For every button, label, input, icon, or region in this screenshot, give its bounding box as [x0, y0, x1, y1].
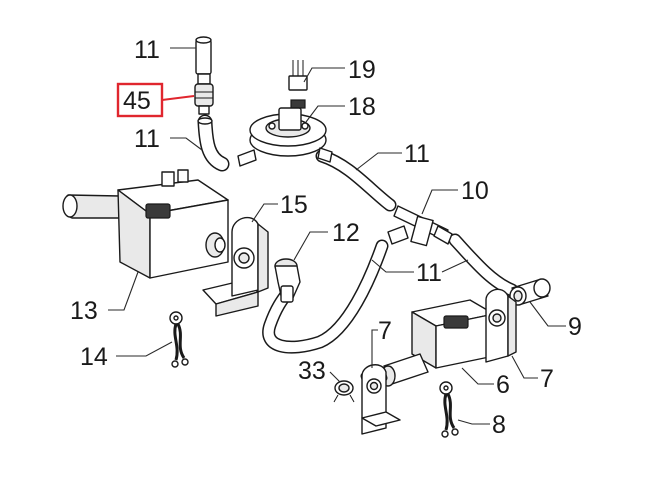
callout-11-middle: 11 [416, 259, 442, 287]
hose-left-curved [197, 114, 230, 172]
clamp-part-33 [333, 380, 355, 403]
callout-18: 18 [348, 93, 376, 121]
callout-45: 45 [123, 87, 151, 115]
callout-11-right: 11 [404, 140, 430, 168]
callout-19: 19 [348, 56, 376, 84]
leader-7b [511, 355, 538, 379]
callout-14: 14 [80, 343, 108, 371]
callout-6: 6 [496, 371, 510, 399]
bracket-right-part-7 [485, 288, 517, 363]
callout-11-top: 11 [134, 36, 160, 64]
callout-8: 8 [492, 411, 506, 439]
callout-33: 33 [298, 357, 326, 385]
callout-12: 12 [332, 219, 360, 247]
callout-15: 15 [280, 191, 308, 219]
leader-33 [329, 371, 341, 383]
hose-long-loop [262, 239, 389, 354]
leader-13 [108, 271, 139, 311]
leader-9 [529, 301, 566, 327]
leader-15 [251, 203, 278, 223]
callout-10: 10 [461, 177, 489, 205]
leader-12 [293, 231, 328, 261]
callout-7-left: 7 [378, 317, 392, 345]
hose-tee-to-fitting [448, 233, 519, 297]
leader-8 [457, 419, 490, 425]
callout-7-right: 7 [540, 365, 554, 393]
leader-11b [170, 137, 203, 151]
flowmeter-cable [288, 60, 308, 109]
bracket-left-part-7 [361, 364, 401, 435]
leader-18 [305, 105, 345, 123]
leader-11d [371, 259, 414, 273]
hose-flowmeter-to-tee [315, 149, 397, 212]
callout-11-left: 11 [134, 125, 160, 153]
fitting-part-9 [509, 278, 551, 306]
highlight-leader-45 [161, 95, 195, 101]
tee-part-10 [387, 205, 453, 247]
leader-14 [116, 341, 173, 357]
connector-part-45 [194, 73, 214, 115]
flowmeter-body [237, 107, 333, 167]
leader-11c [355, 152, 402, 171]
callout-9: 9 [568, 313, 582, 341]
wire-pair-part-14 [169, 311, 189, 368]
elbow-fitting-part-12 [274, 258, 301, 303]
leader-11d-2 [441, 259, 469, 273]
leader-7a [371, 329, 378, 368]
bracket-part-15 [202, 216, 269, 317]
leader-6 [461, 367, 494, 385]
leader-10 [421, 189, 458, 215]
pump-large [62, 169, 229, 279]
leader-19 [303, 67, 345, 83]
hose-top-short [195, 36, 212, 75]
callout-13: 13 [70, 297, 98, 325]
wire-pair-part-8 [439, 381, 459, 438]
